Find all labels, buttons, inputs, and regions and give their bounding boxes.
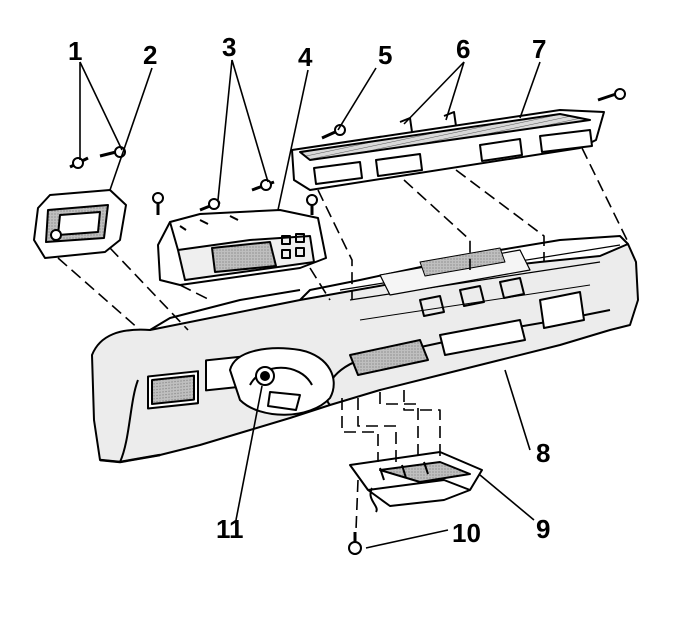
lower-module-9 bbox=[349, 451, 483, 513]
screw-5-icon bbox=[321, 124, 346, 140]
callout-8: 8 bbox=[536, 438, 550, 468]
instrument-panel-carrier bbox=[91, 235, 639, 464]
callout-9: 9 bbox=[536, 514, 550, 544]
upper-trim-panel bbox=[291, 109, 605, 191]
screw-5b-icon bbox=[306, 194, 318, 215]
ignition-switch-icon bbox=[255, 366, 275, 386]
screw-4-icon bbox=[152, 192, 164, 215]
callout-7: 7 bbox=[532, 34, 546, 64]
leader-lines bbox=[79, 59, 541, 549]
screw-7-icon bbox=[597, 88, 626, 102]
screw-10-icon bbox=[348, 532, 362, 555]
callout-3: 3 bbox=[222, 32, 236, 62]
callout-6: 6 bbox=[456, 34, 470, 64]
callout-2: 2 bbox=[143, 40, 157, 70]
assembly-guide-lines bbox=[57, 147, 629, 531]
screw-icons bbox=[69, 88, 626, 555]
screw-3b-icon bbox=[251, 179, 275, 192]
callout-11: 11 bbox=[216, 514, 244, 544]
screw-3a-icon bbox=[199, 198, 221, 212]
callout-labels: 1 2 3 4 5 6 7 8 9 10 11 bbox=[68, 32, 550, 548]
left-outer-air-outlet bbox=[33, 189, 127, 259]
callout-10: 10 bbox=[452, 518, 481, 548]
callout-5: 5 bbox=[378, 40, 392, 70]
callout-1: 1 bbox=[68, 36, 82, 66]
callout-4: 4 bbox=[298, 42, 313, 72]
instrument-cluster-bezel bbox=[157, 209, 327, 286]
screw-1a-icon bbox=[69, 156, 89, 169]
